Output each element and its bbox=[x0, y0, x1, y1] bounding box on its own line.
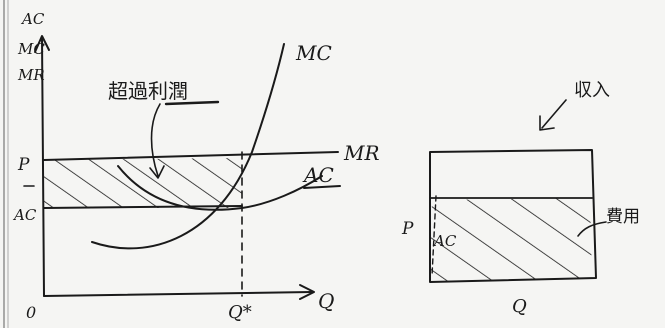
mc-curve bbox=[91, 43, 285, 250]
profit-label-underline bbox=[164, 100, 220, 106]
box-ac-label: AC bbox=[432, 232, 457, 250]
box-price-label: P bbox=[401, 219, 414, 239]
revenue-label: 収入 bbox=[574, 80, 610, 101]
cost-area bbox=[430, 198, 592, 282]
ac-label-underline bbox=[303, 185, 341, 189]
x-axis-label-q: Q bbox=[318, 289, 334, 313]
box-quantity-label: Q bbox=[512, 296, 527, 317]
revenue-pointer-head bbox=[539, 115, 555, 131]
revenue-box bbox=[429, 149, 597, 283]
price-level-label: P bbox=[17, 155, 30, 175]
mr-curve-label: MR bbox=[343, 141, 380, 165]
ac-curve-label: AC bbox=[302, 163, 334, 187]
cost-pointer-arrow bbox=[577, 221, 607, 237]
q-star-label: Q* bbox=[228, 302, 252, 323]
ac-level-line bbox=[43, 205, 243, 209]
y-axis-label-mr: MR bbox=[17, 66, 45, 84]
origin-label: 0 bbox=[26, 303, 36, 322]
ac-curve bbox=[117, 165, 323, 211]
y-axis-arrow bbox=[34, 35, 50, 53]
x-axis bbox=[43, 291, 313, 297]
excess-profit-label: 超過利潤 bbox=[108, 79, 188, 103]
y-axis bbox=[41, 37, 45, 297]
profit-pointer-arrow bbox=[150, 103, 161, 177]
avg-cost-level-label: AC bbox=[12, 206, 37, 224]
y-axis-label-ac: AC bbox=[20, 10, 45, 28]
profit-pointer-head bbox=[149, 165, 165, 179]
cost-label: 費用 bbox=[606, 207, 640, 227]
mr-price-line bbox=[43, 151, 339, 161]
x-axis-arrow bbox=[299, 284, 315, 300]
mc-curve-label: MC bbox=[295, 41, 332, 65]
ac-side-dashed bbox=[431, 195, 437, 277]
y-axis-label-mc: MC bbox=[17, 40, 45, 58]
excess-profit-area bbox=[44, 158, 242, 208]
revenue-pointer-arrow bbox=[541, 99, 567, 129]
